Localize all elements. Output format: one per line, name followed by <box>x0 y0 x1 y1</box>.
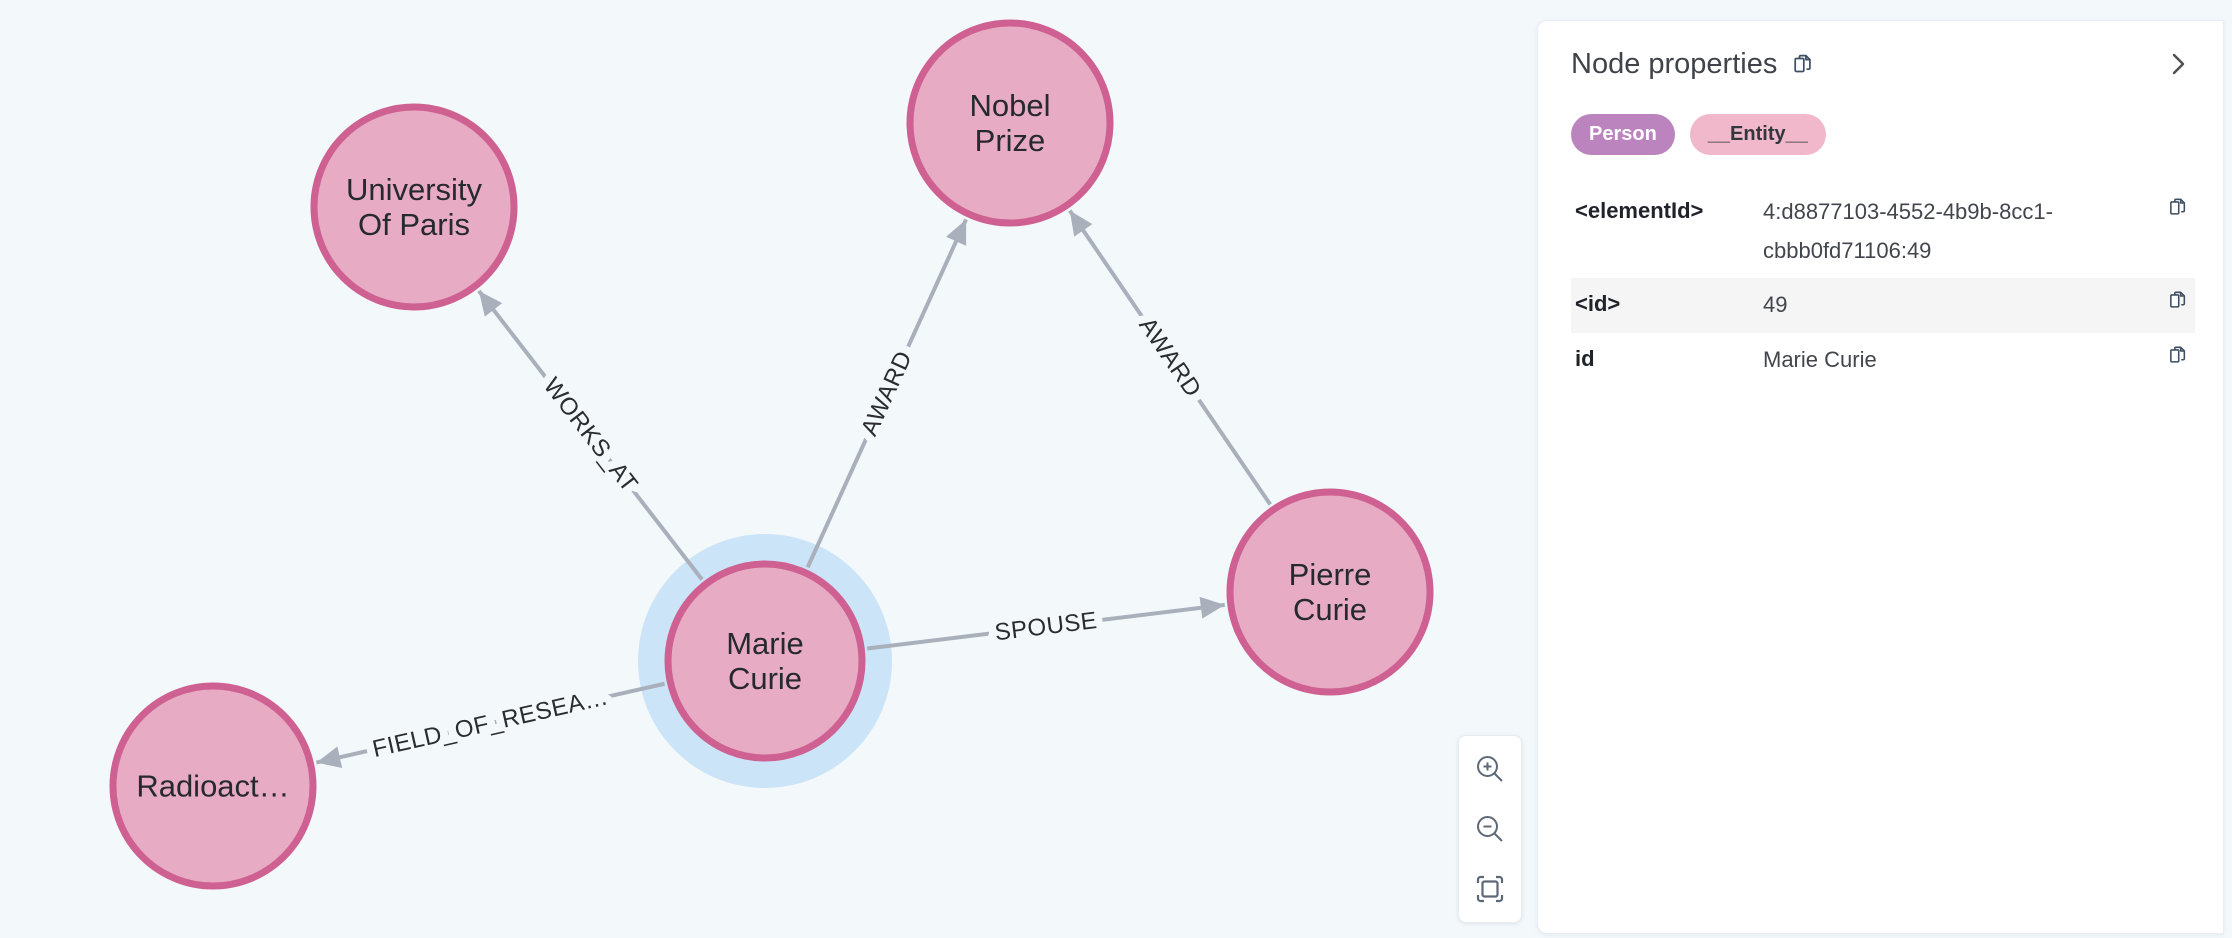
node-label-badge[interactable]: __Entity__ <box>1689 114 1826 155</box>
zoom-toolbar <box>1458 735 1522 923</box>
property-value: 49 <box>1763 292 1788 317</box>
chevron-right-icon[interactable] <box>2161 47 2195 81</box>
copy-icon[interactable] <box>2167 344 2189 366</box>
graph-edge-award[interactable] <box>1068 209 1272 506</box>
graph-node-marie[interactable] <box>664 560 866 762</box>
property-value: Marie Curie <box>1763 346 1877 372</box>
property-key: id <box>1575 345 1595 371</box>
property-key: <elementId> <box>1575 198 1704 223</box>
graph-node-label-radioactivity[interactable]: Radioact… <box>136 769 289 804</box>
property-key: <id> <box>1575 291 1621 316</box>
property-row: id Marie Curie <box>1571 333 2195 388</box>
zoom-out-icon <box>1477 816 1503 842</box>
graph-node-pierre[interactable] <box>1226 488 1434 696</box>
graph-node-university[interactable] <box>310 103 518 311</box>
graph-node-nobel[interactable] <box>906 19 1114 227</box>
panel-header: Node properties <box>1571 47 2195 81</box>
fit-to-screen-button[interactable] <box>1470 869 1510 909</box>
property-value: 4:d8877103-4552-4b9b-8cc1-cbbb0fd71106:4… <box>1763 199 2053 263</box>
graph-edge-label-works-at[interactable]: WORKS_AT <box>530 365 651 506</box>
node-label-badges: Person __Entity__ <box>1571 114 2195 155</box>
panel-title: Node properties <box>1571 47 1778 80</box>
zoom-in-icon <box>1477 756 1503 782</box>
properties-table: <elementId> 4:d8877103-4552-4b9b-8cc1-cbb… <box>1571 185 2195 387</box>
node-properties-panel: Node properties Person __Entity__ <elemen… <box>1537 20 2224 934</box>
graph-edge-label-award[interactable]: AWARD <box>848 339 926 448</box>
zoom-in-button[interactable] <box>1470 749 1510 789</box>
copy-icon[interactable] <box>2167 289 2189 311</box>
copy-icon[interactable] <box>2167 196 2189 218</box>
node-label-badge[interactable]: Person <box>1571 114 1675 155</box>
graph-edge-spouse[interactable] <box>866 596 1226 651</box>
property-row: <id> 49 <box>1571 278 2195 333</box>
graph-edge-label-spouse[interactable]: SPOUSE <box>985 599 1107 654</box>
graph-edge-label-field-of-resea[interactable]: FIELD_OF_RESEA… <box>362 675 619 771</box>
zoom-out-button[interactable] <box>1470 809 1510 849</box>
property-row: <elementId> 4:d8877103-4552-4b9b-8cc1-cbb… <box>1571 185 2195 278</box>
copy-icon[interactable] <box>1791 52 1815 76</box>
graph-edge-field-of-resea[interactable] <box>315 681 665 769</box>
graph-edge-works-at[interactable] <box>477 289 704 581</box>
fit-to-screen-icon <box>1476 875 1504 903</box>
graph-edge-award[interactable] <box>805 218 968 569</box>
graph-edge-label-award[interactable]: AWARD <box>1125 305 1214 411</box>
graph-node-radioactivity[interactable] <box>109 682 317 890</box>
